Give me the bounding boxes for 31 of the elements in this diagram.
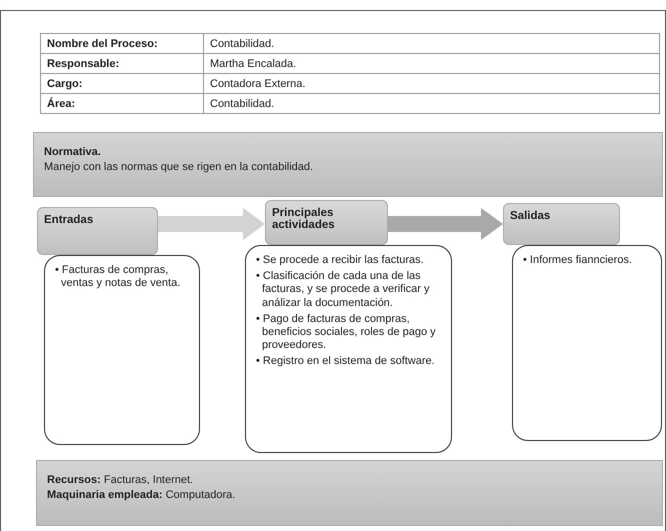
field-value: Contadora Externa. xyxy=(204,74,660,94)
field-value: Contabilidad. xyxy=(204,94,660,114)
field-label: Área: xyxy=(40,94,204,114)
note-text: Recursos: Facturas, Internet. xyxy=(47,473,194,488)
field-value: Contabilidad. xyxy=(204,34,660,54)
info-band xyxy=(36,460,663,526)
content-box xyxy=(512,245,662,441)
header-tab xyxy=(37,207,158,255)
header-tab xyxy=(503,203,620,245)
heading-text: Salidas xyxy=(510,210,552,222)
field-label: Responsable: xyxy=(40,54,204,74)
field-value: Martha Encalada. xyxy=(204,54,660,74)
block-arrow xyxy=(158,208,265,240)
bullet-text: • Informes fianncieros. xyxy=(523,254,634,268)
heading-text: Principales actividades xyxy=(272,207,336,231)
bullet-text: • Registro en el sistema de software. xyxy=(256,355,436,368)
info-band xyxy=(33,132,663,197)
content-box xyxy=(44,255,200,445)
heading-text: Entradas xyxy=(44,214,94,226)
block-arrow xyxy=(388,208,503,240)
heading-text: Normativa. xyxy=(44,145,102,160)
bullet-text: • Facturas de compras, ventas y notas de venta. xyxy=(55,264,182,290)
note-text: Maquinaria empleada: Computadora. xyxy=(47,488,236,503)
field-label: Nombre del Proceso: xyxy=(40,34,204,54)
field-label: Cargo: xyxy=(40,74,204,94)
content-box xyxy=(245,245,452,453)
bullet-text: • Clasificación de cada una de las facturas, y se procede a verificar y análizar la documentación. xyxy=(256,270,431,310)
note-text: Manejo con las normas que se rigen en la contabilidad. xyxy=(44,160,314,175)
bullet-text: • Pago de facturas de compras, beneficios sociales, roles de pago y proveedores. xyxy=(256,312,437,352)
header-tab xyxy=(265,200,388,245)
bullet-text: • Se procede a recibir las facturas. xyxy=(256,254,425,268)
